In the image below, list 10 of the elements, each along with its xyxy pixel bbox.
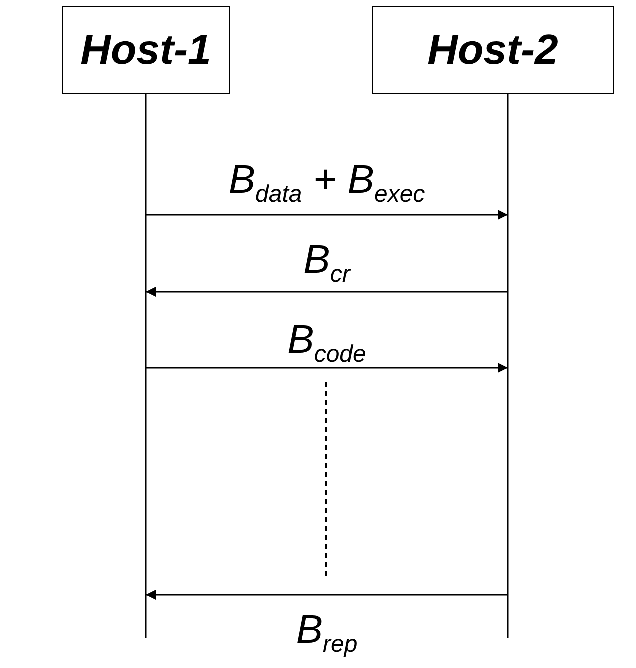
message-arrow	[146, 210, 508, 220]
message-arrow	[146, 363, 508, 373]
host-name: Host-2	[428, 26, 558, 74]
message-label: B$_{data}$ + B$_{exec}$	[228, 160, 426, 207]
message-arrow	[146, 590, 508, 600]
message-label: B$_{code}$	[288, 320, 366, 367]
host-name: Host-1	[80, 26, 212, 74]
message-label: B$_{cr}$	[304, 240, 350, 287]
message-label: B$_{rep}$	[296, 610, 358, 657]
message-arrow	[146, 287, 508, 297]
